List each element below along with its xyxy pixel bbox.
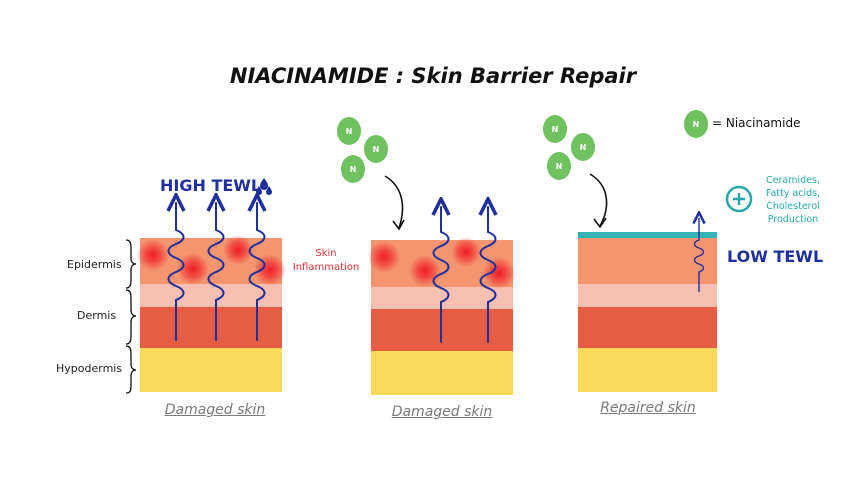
svg-text:N: N bbox=[373, 145, 380, 154]
high-tewl-label: HIGH TEWL bbox=[160, 176, 262, 195]
inflammation-spot bbox=[368, 241, 400, 273]
layer-label-dermis: Dermis bbox=[77, 309, 117, 322]
legend-molecule-icon: N bbox=[684, 110, 708, 138]
svg-text:N: N bbox=[580, 143, 587, 152]
panel-caption-3: Repaired skin bbox=[600, 400, 696, 416]
inflammation-spot bbox=[451, 237, 481, 267]
hypodermis-layer bbox=[371, 351, 513, 395]
dermis-upper-layer bbox=[371, 287, 513, 309]
water-drops-icon bbox=[256, 178, 272, 195]
svg-text:N: N bbox=[556, 162, 563, 171]
low-tewl-arrow bbox=[695, 218, 704, 292]
dermis-upper-layer bbox=[578, 284, 717, 307]
svg-text:N: N bbox=[552, 125, 559, 134]
epidermis-brace bbox=[125, 239, 137, 289]
niacinamide-molecule: N bbox=[364, 135, 388, 163]
molecule-cluster-1: N N N bbox=[337, 117, 388, 183]
inflammation-label-line-2: Inflammation bbox=[292, 262, 360, 273]
niacinamide-molecule: N bbox=[341, 155, 365, 183]
production-line-1: Ceramides, bbox=[766, 175, 820, 186]
tewl-arrow bbox=[481, 207, 496, 343]
skin-panel-3 bbox=[578, 232, 717, 392]
dermis-brace bbox=[125, 289, 137, 345]
molecule-cluster-2: N N N bbox=[543, 115, 595, 180]
niacinamide-molecule: N bbox=[571, 133, 595, 161]
barrier-layer bbox=[578, 232, 717, 238]
molecule-arrow bbox=[384, 175, 404, 229]
layer-label-hypodermis: Hypodermis bbox=[56, 362, 123, 375]
molecule-arrow-head bbox=[392, 219, 405, 231]
molecule-arrow bbox=[589, 173, 608, 227]
dermis-layer bbox=[140, 307, 282, 348]
inflammation-spot bbox=[177, 253, 209, 285]
skin-panel-1 bbox=[137, 235, 286, 392]
inflammation-label-line-1: Skin bbox=[315, 248, 337, 259]
inflammation-spot bbox=[409, 255, 441, 287]
production-line-3: Cholesterol bbox=[766, 201, 820, 212]
hypodermis-layer bbox=[578, 348, 717, 392]
layer-label-epidermis: Epidermis bbox=[67, 258, 122, 271]
niacinamide-molecule: N bbox=[547, 152, 571, 180]
svg-text:N: N bbox=[346, 127, 353, 136]
skin-inflammation-label: Skin Inflammation bbox=[282, 247, 370, 275]
niacinamide-molecule: N bbox=[543, 115, 567, 143]
tewl-arrow bbox=[169, 203, 184, 341]
inflammation-spot bbox=[223, 235, 253, 265]
low-tewl-label: LOW TEWL bbox=[727, 247, 824, 266]
production-line-2: Fatty acids, bbox=[765, 188, 821, 199]
production-label: Ceramides, Fatty acids, Cholesterol Prod… bbox=[748, 174, 838, 226]
hypodermis-layer bbox=[140, 348, 282, 392]
svg-text:N: N bbox=[350, 165, 357, 174]
skin-panel-2 bbox=[368, 237, 515, 395]
dermis-layer bbox=[578, 307, 717, 348]
svg-text:N: N bbox=[693, 120, 700, 129]
tewl-arrow bbox=[209, 203, 224, 341]
production-line-4: Production bbox=[767, 214, 819, 225]
legend-label: = Niacinamide bbox=[712, 116, 801, 130]
panel-caption-1: Damaged skin bbox=[164, 402, 266, 418]
plus-circle-icon bbox=[725, 185, 753, 213]
tewl-arrow bbox=[434, 207, 449, 343]
tewl-arrow bbox=[250, 203, 265, 341]
diagram-title: NIACINAMIDE : Skin Barrier Repair bbox=[229, 64, 637, 88]
niacinamide-molecule: N bbox=[337, 117, 361, 145]
epidermis-layer bbox=[578, 238, 717, 284]
inflammation-spot bbox=[137, 239, 169, 271]
inflammation-spot bbox=[483, 257, 515, 289]
molecule-arrow-head bbox=[593, 217, 607, 229]
panel-caption-2: Damaged skin bbox=[391, 404, 493, 420]
hypodermis-brace bbox=[125, 345, 137, 394]
